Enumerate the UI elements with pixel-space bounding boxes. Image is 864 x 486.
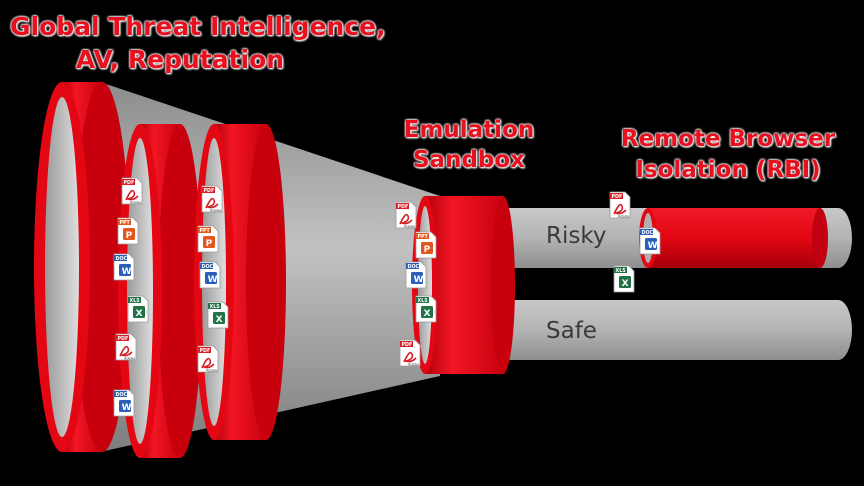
pdf-file-icon: PDF Adobe	[115, 333, 137, 361]
svg-text:PPT: PPT	[418, 234, 429, 240]
svg-text:XLS: XLS	[130, 298, 141, 304]
label-emulation-sandbox-line-2: Sandbox	[412, 147, 526, 173]
pdf-file-icon: PDF Adobe	[201, 185, 223, 213]
xls-file-icon: XLS X	[415, 295, 437, 323]
svg-text:W: W	[122, 403, 132, 413]
pdf-file-icon: PDF Adobe	[609, 191, 631, 219]
pdf-file-icon: PDF Adobe	[197, 345, 219, 373]
svg-text:W: W	[648, 241, 658, 251]
svg-text:PDF: PDF	[612, 194, 623, 200]
label-threat-intelligence-line-1: Global Threat Intelligence,	[10, 12, 386, 41]
svg-text:W: W	[208, 275, 218, 285]
svg-text:Adobe: Adobe	[408, 362, 420, 366]
xls-file-icon: XLS X	[207, 301, 229, 329]
svg-text:XLS: XLS	[418, 298, 429, 304]
svg-text:PPT: PPT	[200, 228, 211, 234]
safe-pipe-label: Safe	[546, 318, 597, 344]
rbi-tube	[639, 208, 828, 268]
doc-file-icon: DOC W	[113, 389, 135, 417]
svg-text:X: X	[424, 309, 431, 319]
svg-text:DOC: DOC	[642, 230, 654, 236]
svg-text:P: P	[126, 231, 133, 241]
pdf-file-icon: PDF Adobe	[395, 201, 417, 229]
svg-text:DOC: DOC	[408, 264, 420, 270]
label-remote-browser-isolation-line-2: Isolation (RBI)	[635, 157, 821, 183]
doc-file-icon: DOC W	[639, 227, 661, 255]
svg-text:DOC: DOC	[202, 264, 214, 270]
svg-text:Adobe: Adobe	[404, 224, 416, 228]
safe-pipe	[500, 300, 852, 360]
svg-text:P: P	[424, 245, 431, 255]
pdf-file-icon: PDF Adobe	[121, 177, 143, 205]
svg-text:PDF: PDF	[204, 188, 215, 194]
svg-text:XLS: XLS	[210, 304, 221, 310]
svg-text:Adobe: Adobe	[124, 356, 136, 360]
svg-text:W: W	[414, 275, 424, 285]
svg-text:XLS: XLS	[616, 268, 627, 274]
svg-text:Adobe: Adobe	[206, 368, 218, 372]
svg-text:Adobe: Adobe	[130, 200, 142, 204]
svg-text:PDF: PDF	[200, 348, 211, 354]
doc-file-icon: DOC W	[405, 261, 427, 289]
svg-text:DOC: DOC	[116, 256, 128, 262]
label-remote-browser-isolation: Remote Browser Isolation (RBI)	[618, 124, 838, 186]
label-threat-intelligence-line-2: AV, Reputation	[75, 45, 285, 74]
svg-text:X: X	[622, 279, 629, 289]
doc-file-icon: DOC W	[113, 253, 135, 281]
ring-1	[34, 82, 130, 452]
sandbox-ring	[412, 196, 515, 374]
ring-2	[118, 124, 202, 458]
svg-text:PPT: PPT	[120, 220, 131, 226]
ppt-file-icon: PPT P	[415, 231, 437, 259]
label-emulation-sandbox: Emulation Sandbox	[394, 115, 544, 175]
label-emulation-sandbox-line-1: Emulation	[403, 117, 535, 143]
svg-text:X: X	[216, 315, 223, 325]
label-threat-intelligence: Global Threat Intelligence, AV, Reputati…	[10, 10, 386, 76]
svg-text:PDF: PDF	[118, 336, 129, 342]
svg-text:P: P	[206, 239, 213, 249]
xls-file-icon: XLS X	[127, 295, 149, 323]
svg-text:PDF: PDF	[124, 180, 135, 186]
pdf-file-icon: PDF Adobe	[399, 339, 421, 367]
svg-text:X: X	[136, 309, 143, 319]
svg-text:DOC: DOC	[116, 392, 128, 398]
svg-text:Adobe: Adobe	[618, 214, 630, 218]
svg-text:PDF: PDF	[402, 342, 413, 348]
xls-file-icon: XLS X	[613, 265, 635, 293]
svg-text:W: W	[122, 267, 132, 277]
ppt-file-icon: PPT P	[197, 225, 219, 253]
svg-text:PDF: PDF	[398, 204, 409, 210]
doc-file-icon: DOC W	[199, 261, 221, 289]
ppt-file-icon: PPT P	[117, 217, 139, 245]
risky-pipe-label: Risky	[546, 223, 607, 249]
file-icons: PDFAdobePPTPDOCWXLSXPDFAdobeDOCWPDFAdobe…	[113, 177, 661, 417]
svg-text:Adobe: Adobe	[210, 208, 222, 212]
label-remote-browser-isolation-line-1: Remote Browser	[620, 126, 836, 152]
